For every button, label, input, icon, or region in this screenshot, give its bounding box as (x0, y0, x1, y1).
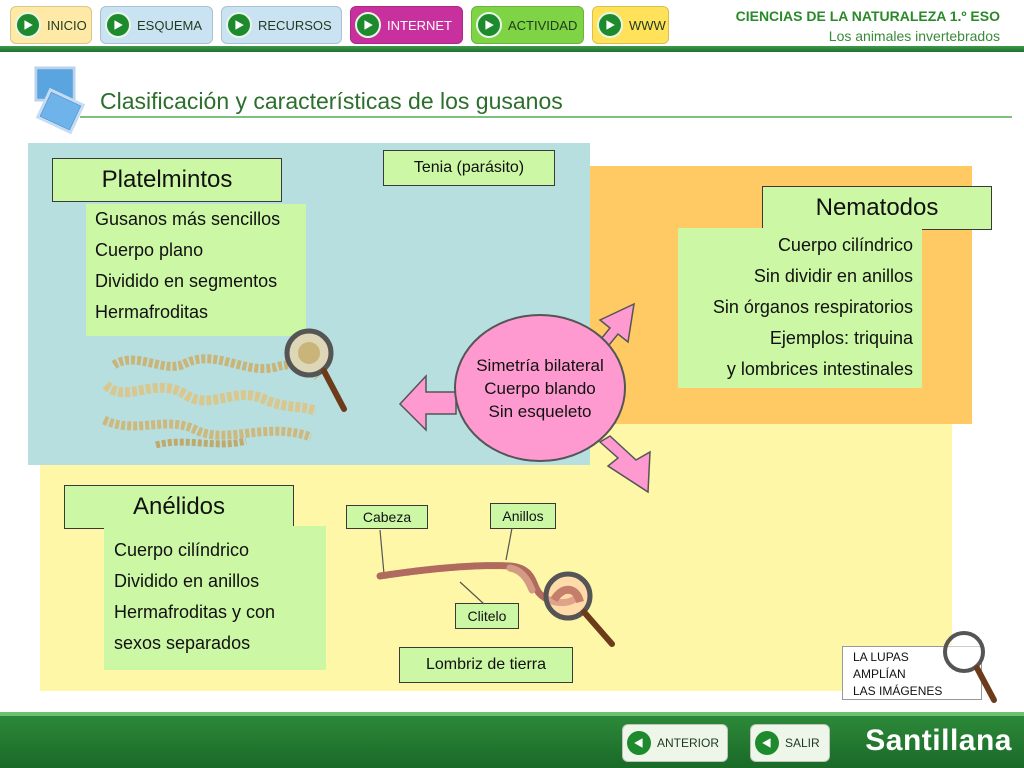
nav-internet-label: INTERNET (387, 17, 452, 33)
trait-item: Sin órganos respiratorios (712, 297, 913, 317)
nav-recursos-button[interactable]: RECURSOS (221, 6, 342, 44)
nav-esquema-label: ESQUEMA (137, 17, 203, 33)
play-icon (597, 12, 623, 38)
clitelo-label: Clitelo (455, 603, 519, 629)
salir-label: SALIR (785, 736, 820, 750)
play-icon (226, 12, 252, 38)
course-title: CIENCIAS DE LA NATURALEZA 1.º ESO (735, 8, 1000, 24)
play-icon (476, 12, 502, 38)
common-traits-circle: Simetría bilateral Cuerpo blando Sin esq… (454, 314, 626, 462)
platelmintos-title: Platelmintos (52, 158, 282, 202)
anelidos-traits: Cuerpo cilíndrico Dividido en anillos He… (104, 526, 326, 670)
trait-item: Ejemplos: triquina (769, 328, 913, 348)
nematodos-traits: Cuerpo cilíndrico Sin dividir en anillos… (678, 228, 922, 388)
nav-internet-button[interactable]: INTERNET (350, 6, 463, 44)
trait-item: sexos separados (114, 633, 251, 653)
trait-item: Cuerpo cilíndrico (777, 235, 913, 255)
nematodos-title: Nematodos (762, 186, 992, 230)
cabeza-label: Cabeza (346, 505, 428, 529)
course-subtitle: Los animales invertebrados (828, 28, 1000, 44)
magnifier-icon[interactable] (280, 325, 350, 415)
nav-www-label: WWW (629, 17, 666, 33)
anelidos-title: Anélidos (64, 485, 294, 529)
footer-bar (0, 712, 1024, 768)
nav-actividad-button[interactable]: ACTIVIDAD (471, 6, 584, 44)
trait-item: y lombrices intestinales (726, 359, 913, 379)
anterior-label: ANTERIOR (657, 736, 720, 750)
trait-item: Cuerpo plano (95, 240, 204, 260)
play-icon (15, 12, 41, 38)
slides-icon (30, 64, 86, 135)
nav-www-button[interactable]: WWW (592, 6, 669, 44)
common-trait: Sin esqueleto (488, 401, 592, 421)
santillana-logo: Santillana (865, 724, 1012, 757)
platelmintos-traits: Gusanos más sencillos Cuerpo plano Divid… (86, 204, 306, 336)
common-trait: Cuerpo blando (484, 378, 596, 398)
trait-item: Hermafroditas y con (114, 602, 276, 622)
trait-item: Cuerpo cilíndrico (114, 540, 250, 560)
play-icon (105, 12, 131, 38)
trait-item: Dividido en segmentos (95, 271, 278, 291)
magnifier-icon (940, 626, 1000, 706)
trait-item: Sin dividir en anillos (753, 266, 913, 286)
magnifier-icon[interactable] (540, 566, 620, 650)
tip-line: LAS IMÁGENES (853, 684, 943, 698)
footer-stripe (0, 712, 1024, 716)
trait-item: Dividido en anillos (114, 571, 260, 591)
anterior-button[interactable]: ANTERIOR (622, 724, 728, 762)
title-divider (80, 116, 1012, 118)
salir-button[interactable]: SALIR (750, 724, 830, 762)
trait-item: Gusanos más sencillos (95, 209, 281, 229)
tip-line: AMPLÍAN (853, 667, 906, 681)
top-stripe (0, 46, 1024, 52)
lombriz-label: Lombriz de tierra (399, 647, 573, 683)
nav-actividad-label: ACTIVIDAD (508, 17, 578, 33)
back-arrow-icon (755, 731, 779, 755)
page-title: Clasificación y características de los g… (100, 88, 563, 114)
common-trait: Simetría bilateral (476, 355, 604, 375)
play-icon (355, 12, 381, 38)
tip-line: LA LUPAS (853, 650, 909, 664)
nav-esquema-button[interactable]: ESQUEMA (100, 6, 213, 44)
trait-item: Hermafroditas (95, 302, 209, 322)
back-arrow-icon (627, 731, 651, 755)
nav-inicio-label: INICIO (47, 17, 87, 33)
nav-recursos-label: RECURSOS (258, 17, 332, 33)
nav-inicio-button[interactable]: INICIO (10, 6, 92, 44)
anillos-label: Anillos (490, 503, 556, 529)
tenia-label: Tenia (parásito) (383, 150, 555, 186)
